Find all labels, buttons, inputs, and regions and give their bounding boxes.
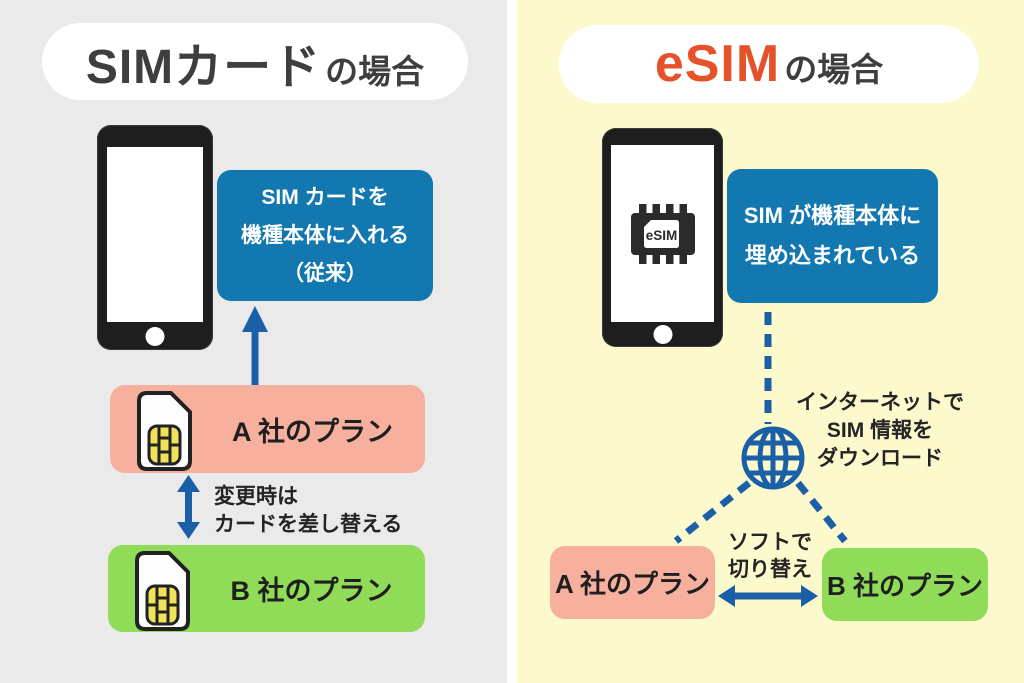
plan-a-label: A 社のプラン <box>554 569 711 599</box>
info-line: SIM が機種本体に <box>743 203 922 228</box>
switch-note-line: 切り替え <box>728 558 812 581</box>
switch-arrow-icon <box>718 585 818 607</box>
phone-right-home-button <box>653 325 672 344</box>
plan-b-label: B 社のプラン <box>826 571 983 601</box>
info-line: 機種本体に入れる <box>241 223 409 247</box>
esim-info-box: SIM が機種本体に 埋め込まれている <box>727 169 938 303</box>
phone-left-screen <box>107 147 203 322</box>
esim-chip-icon: eSIM <box>630 203 695 264</box>
switch-note-line: ソフトで <box>728 531 812 554</box>
esim-title-suffix: の場合 <box>784 51 884 88</box>
phone-left <box>97 125 213 350</box>
up-arrow-icon <box>242 306 268 385</box>
plan-a-label: A 社のプラン <box>232 416 393 447</box>
phone-right-screen: eSIM <box>611 145 714 322</box>
sim-card-title: SIMカードの場合 <box>86 27 424 97</box>
dashed-connector-lines <box>673 312 848 544</box>
plan-b-box-left: B 社のプラン <box>108 545 425 632</box>
swap-arrow-icon <box>177 475 200 539</box>
phone-right: eSIM <box>602 128 723 347</box>
download-note: インターネットで SIM 情報を ダウンロード <box>785 389 975 473</box>
plan-b-label: B 社のプラン <box>230 576 393 606</box>
sim-card-icon <box>137 391 192 471</box>
panel-divider <box>507 0 517 683</box>
esim-chip-label: eSIM <box>645 228 677 243</box>
swap-note: 変更時は カードを差し替える <box>214 483 402 539</box>
swap-note-line: 変更時は <box>214 485 298 508</box>
sim-card-icon <box>135 551 190 631</box>
sim-card-title-pill: SIMカードの場合 <box>42 23 468 100</box>
swap-note-line: カードを差し替える <box>214 513 403 536</box>
sim-card-title-highlight: SIMカード <box>85 40 322 94</box>
phone-left-home-button <box>145 327 165 346</box>
globe-icon <box>741 426 805 490</box>
plan-b-box-right: B 社のプラン <box>822 548 988 621</box>
info-line: （従来） <box>283 261 367 285</box>
plan-a-box-right: A 社のプラン <box>550 546 715 619</box>
info-line: 埋め込まれている <box>744 243 921 268</box>
sim-card-title-suffix: の場合 <box>325 52 425 90</box>
switch-note: ソフトで 切り替え <box>718 529 822 583</box>
sim-card-info-box: SIM カードを 機種本体に入れる （従来） <box>217 170 433 301</box>
esim-title-highlight: eSIM <box>654 35 781 93</box>
download-note-line: SIM 情報を <box>826 419 934 442</box>
download-note-line: ダウンロード <box>817 447 943 470</box>
info-line: SIM カードを <box>261 185 389 209</box>
download-note-line: インターネットで <box>796 391 964 414</box>
plan-a-box-left: A 社のプラン <box>110 385 425 473</box>
